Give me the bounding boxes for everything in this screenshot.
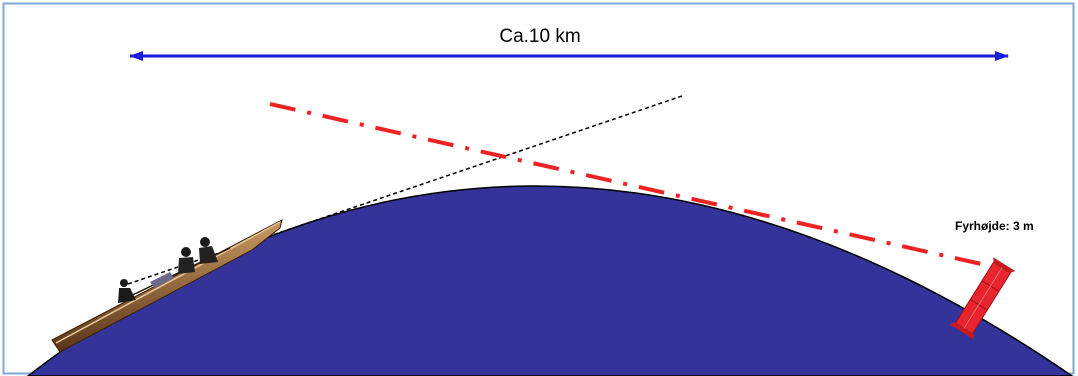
boat-hull [51, 219, 283, 353]
boat-gear [150, 272, 174, 288]
rowing-boat-with-crew-icon [51, 219, 283, 353]
rower-figure-2 [178, 247, 195, 274]
light-beam [269, 102, 1009, 272]
lighthouse-icon [949, 257, 1016, 340]
rower-figure-3 [199, 237, 218, 264]
lighthouse-height-label: Fyrhøjde: 3 m [955, 219, 1034, 233]
boat-rail [55, 221, 281, 344]
distance-label: Ca.10 km [499, 26, 580, 47]
rower-figure-1 [118, 279, 136, 303]
